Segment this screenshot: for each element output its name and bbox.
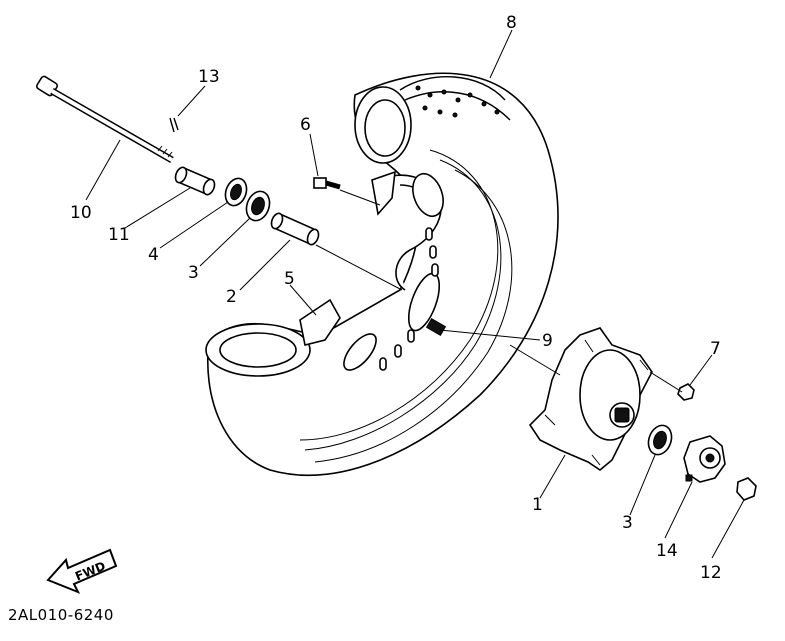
callout-9: 9	[542, 331, 553, 351]
callout-7: 7	[710, 339, 721, 359]
rim-slots	[379, 227, 439, 371]
bearing-3-left	[245, 190, 271, 222]
callout-8: 8	[506, 13, 517, 33]
callout-6: 6	[300, 115, 311, 135]
callout-13: 13	[198, 67, 220, 87]
callout-11: 11	[108, 225, 130, 245]
wheel-tire	[205, 72, 559, 477]
callout-2: 2	[226, 287, 237, 307]
callout-3-right: 3	[622, 513, 633, 533]
tread-dots	[415, 85, 500, 118]
gear-unit-14	[683, 435, 726, 483]
callout-1: 1	[532, 495, 543, 515]
bearing-3-right	[647, 424, 673, 456]
oil-seal-4	[224, 177, 248, 207]
callout-12: 12	[700, 563, 722, 583]
bolt-6	[313, 177, 341, 190]
leader-lines	[85, 29, 745, 559]
spacer-11	[174, 166, 216, 196]
valve-stem	[425, 317, 447, 337]
nut-7	[677, 383, 695, 401]
cotter-pin-13	[169, 117, 179, 133]
nut-12	[736, 477, 757, 501]
callout-4: 4	[148, 245, 159, 265]
callout-14: 14	[656, 541, 678, 561]
rim-piece-5	[299, 298, 341, 346]
callout-3-left: 3	[188, 263, 199, 283]
callout-labels: 8 13 6 10 11 4 3 2 5 9 7 1 3 14 12	[70, 13, 722, 583]
callout-5: 5	[284, 269, 295, 289]
forward-arrow-icon: FWD	[46, 548, 118, 594]
axle	[35, 75, 174, 164]
diagram-part-number: 2AL010-6240	[8, 606, 114, 624]
callout-10: 10	[70, 203, 92, 223]
hub-1	[528, 327, 653, 471]
spacer-2	[270, 212, 320, 246]
